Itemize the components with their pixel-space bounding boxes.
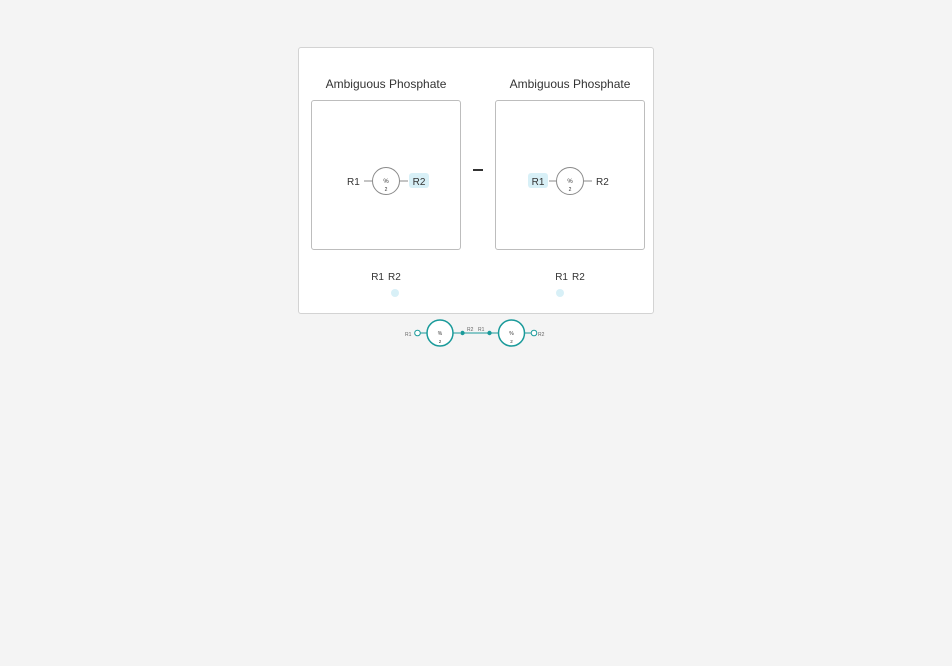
left-monomer-r2-highlight (409, 173, 429, 188)
left-monomer-structure: R1 % 2 R2 (347, 167, 429, 195)
chain-monomer-2-subsymbol: 2 (510, 339, 513, 344)
chain-left-end-node (414, 329, 421, 337)
left-monomer-r1-label: R1 (347, 177, 360, 188)
left-monomer-preview[interactable]: R1 % 2 R2 (311, 100, 461, 250)
right-ap-r1[interactable]: R1 (555, 272, 568, 283)
chain-bond-right-label: R1 (478, 327, 485, 333)
right-monomer-ap-list: R1 R2 (495, 272, 645, 283)
right-monomer-title: Ambiguous Phosphate (509, 77, 631, 91)
right-monomer-symbol: % (567, 179, 573, 185)
left-monomer-circle (372, 167, 400, 195)
left-monomer-ap-list: R1 R2 (311, 272, 461, 283)
right-monomer-r1-label: R1 (532, 177, 545, 188)
chain-bond-right-node (487, 330, 492, 336)
chain-preview: R1 % 2 R2 R1 % 2 R2 (405, 319, 545, 347)
right-monomer-r1-highlight (528, 173, 548, 188)
chain-right-end-label: R2 (538, 332, 545, 338)
right-ap-r2[interactable]: R2 (572, 272, 585, 283)
right-monomer-structure: R1 % 2 R2 (528, 167, 609, 195)
chain-monomer-2-symbol: % (509, 331, 514, 337)
right-monomer-subsymbol: 2 (569, 187, 572, 193)
bond-operator (469, 169, 487, 171)
right-monomer-preview[interactable]: R1 % 2 R2 (495, 100, 645, 250)
left-monomer-symbol: % (383, 179, 389, 185)
left-monomer-subsymbol: 2 (385, 187, 388, 193)
chain-monomer-1-symbol: % (438, 331, 443, 337)
left-monomer-r2-label: R2 (413, 177, 426, 188)
left-selected-ap-indicator (391, 289, 399, 297)
chain-bond-left-label: R2 (467, 327, 474, 333)
right-monomer-circle (556, 167, 584, 195)
left-monomer-title: Ambiguous Phosphate (325, 77, 447, 91)
chain-monomer-1-subsymbol: 2 (439, 339, 442, 344)
right-selected-ap-indicator (556, 289, 564, 297)
left-ap-r1[interactable]: R1 (371, 272, 384, 283)
chain-left-end-label: R1 (405, 332, 412, 338)
left-ap-r2[interactable]: R2 (388, 272, 401, 283)
chain-bond-left-node (460, 330, 465, 336)
chain-right-end-node (530, 329, 538, 337)
right-monomer-r2-label: R2 (596, 177, 609, 188)
